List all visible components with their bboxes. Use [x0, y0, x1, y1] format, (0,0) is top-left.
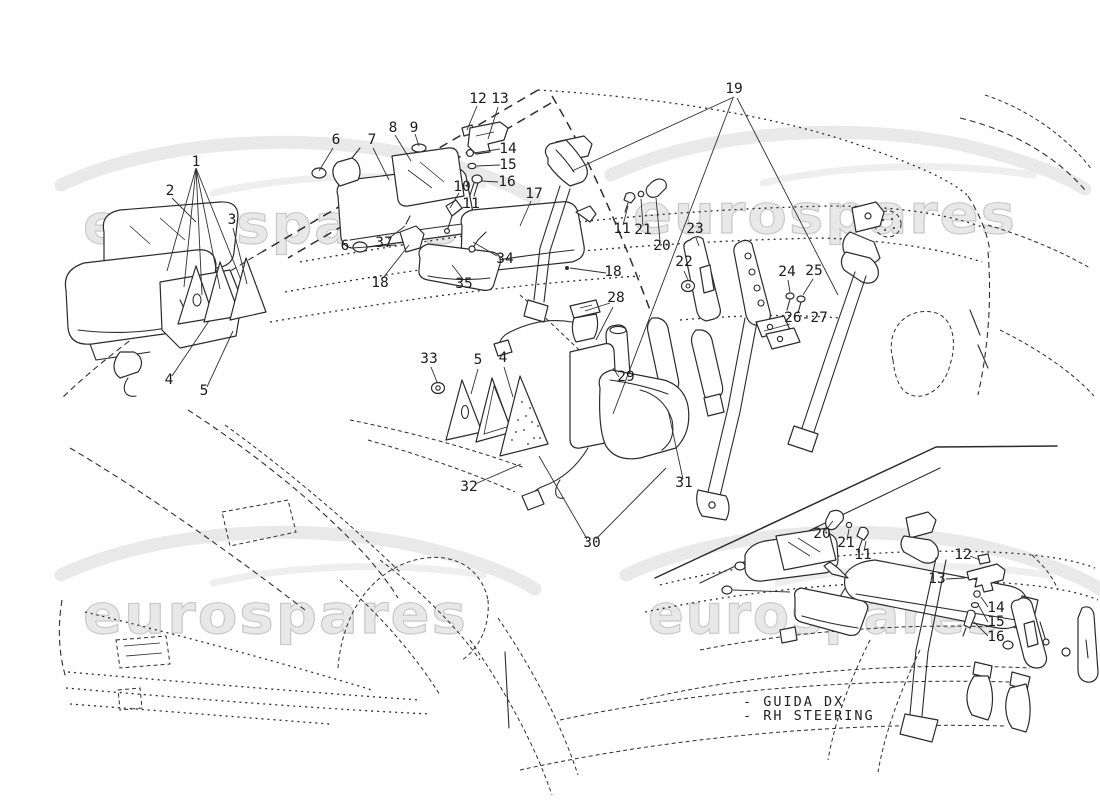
callout-12-7: 12: [469, 91, 486, 107]
callout-13-8: 13: [491, 91, 508, 107]
callout-29-33: 29: [617, 369, 634, 385]
callout-13-44: 13: [928, 571, 945, 587]
callout-15-10: 15: [499, 157, 516, 173]
callout-24-29: 24: [778, 264, 796, 280]
callout-9-6: 9: [410, 120, 419, 136]
callout-28-32: 28: [607, 290, 624, 306]
callout-18-17: 18: [371, 275, 388, 291]
callout-4-20: 4: [165, 372, 174, 388]
callout-20-40: 20: [813, 526, 830, 542]
rearview-mirror-group: [352, 215, 501, 291]
callout-26-27-31: 26-27: [784, 310, 828, 326]
callout-21-24: 21: [634, 222, 651, 238]
callout-12-43: 12: [954, 547, 971, 563]
callout-35-19: 35: [455, 276, 472, 292]
callout-33-34: 33: [420, 351, 437, 367]
callout-18-28: 18: [604, 264, 621, 280]
door-mirror-lower-group: [430, 343, 690, 511]
callout-3-2: 3: [228, 212, 237, 228]
callout-34-18: 34: [496, 251, 514, 267]
callout-15-46: 15: [987, 614, 1004, 630]
callout-7-4: 7: [368, 132, 377, 148]
callout-14-9: 14: [499, 141, 517, 157]
callout-6-3: 6: [332, 132, 341, 148]
callout-11-13: 11: [462, 196, 479, 212]
steering-notes: - GUIDA DX - RH STEERING: [743, 694, 875, 724]
seat-belt-group: [493, 135, 885, 521]
callout-5-21: 5: [200, 383, 209, 399]
callout-11-23: 11: [613, 221, 630, 237]
callout-21-41: 21: [837, 535, 854, 551]
callout-30-38: 30: [583, 535, 600, 551]
callout-25-30: 25: [805, 263, 822, 279]
callout-20-25: 20: [653, 238, 670, 254]
callout-23-26: 23: [686, 221, 703, 237]
callout-1-0: 1: [192, 154, 201, 170]
callout-8-5: 8: [389, 120, 398, 136]
callout-11-42: 11: [854, 547, 871, 563]
watermark-2: eurospares: [54, 525, 542, 647]
sun-visor-group: [332, 121, 597, 273]
watermark-1: eurospares: [604, 125, 1092, 247]
callout-6-15: 6: [341, 238, 350, 254]
car-outline-front: [58, 409, 526, 729]
callout-37-16: 37: [375, 235, 392, 251]
note-guida-dx: - GUIDA DX: [743, 694, 844, 710]
rh-inset-parts-group: [721, 509, 1099, 743]
callout-16-47: 16: [987, 629, 1004, 645]
callout-2-1: 2: [166, 183, 175, 199]
callout-22-27: 22: [675, 254, 692, 270]
callout-5-35: 5: [474, 352, 483, 368]
callout-14-45: 14: [987, 600, 1005, 616]
callout-10-12: 10: [453, 179, 470, 195]
note-rh-steering: - RH STEERING: [743, 708, 875, 724]
door-mirror-left-group: [64, 167, 327, 397]
watermark-text: eurospares: [83, 583, 468, 646]
callout-17-14: 17: [525, 186, 542, 202]
callout-4-36: 4: [499, 350, 508, 366]
callout-32-37: 32: [460, 479, 477, 495]
callout-31-39: 31: [675, 475, 692, 491]
callout-19-22: 19: [725, 81, 742, 97]
leader-lines: [166, 96, 989, 637]
callout-16-11: 16: [498, 174, 515, 190]
